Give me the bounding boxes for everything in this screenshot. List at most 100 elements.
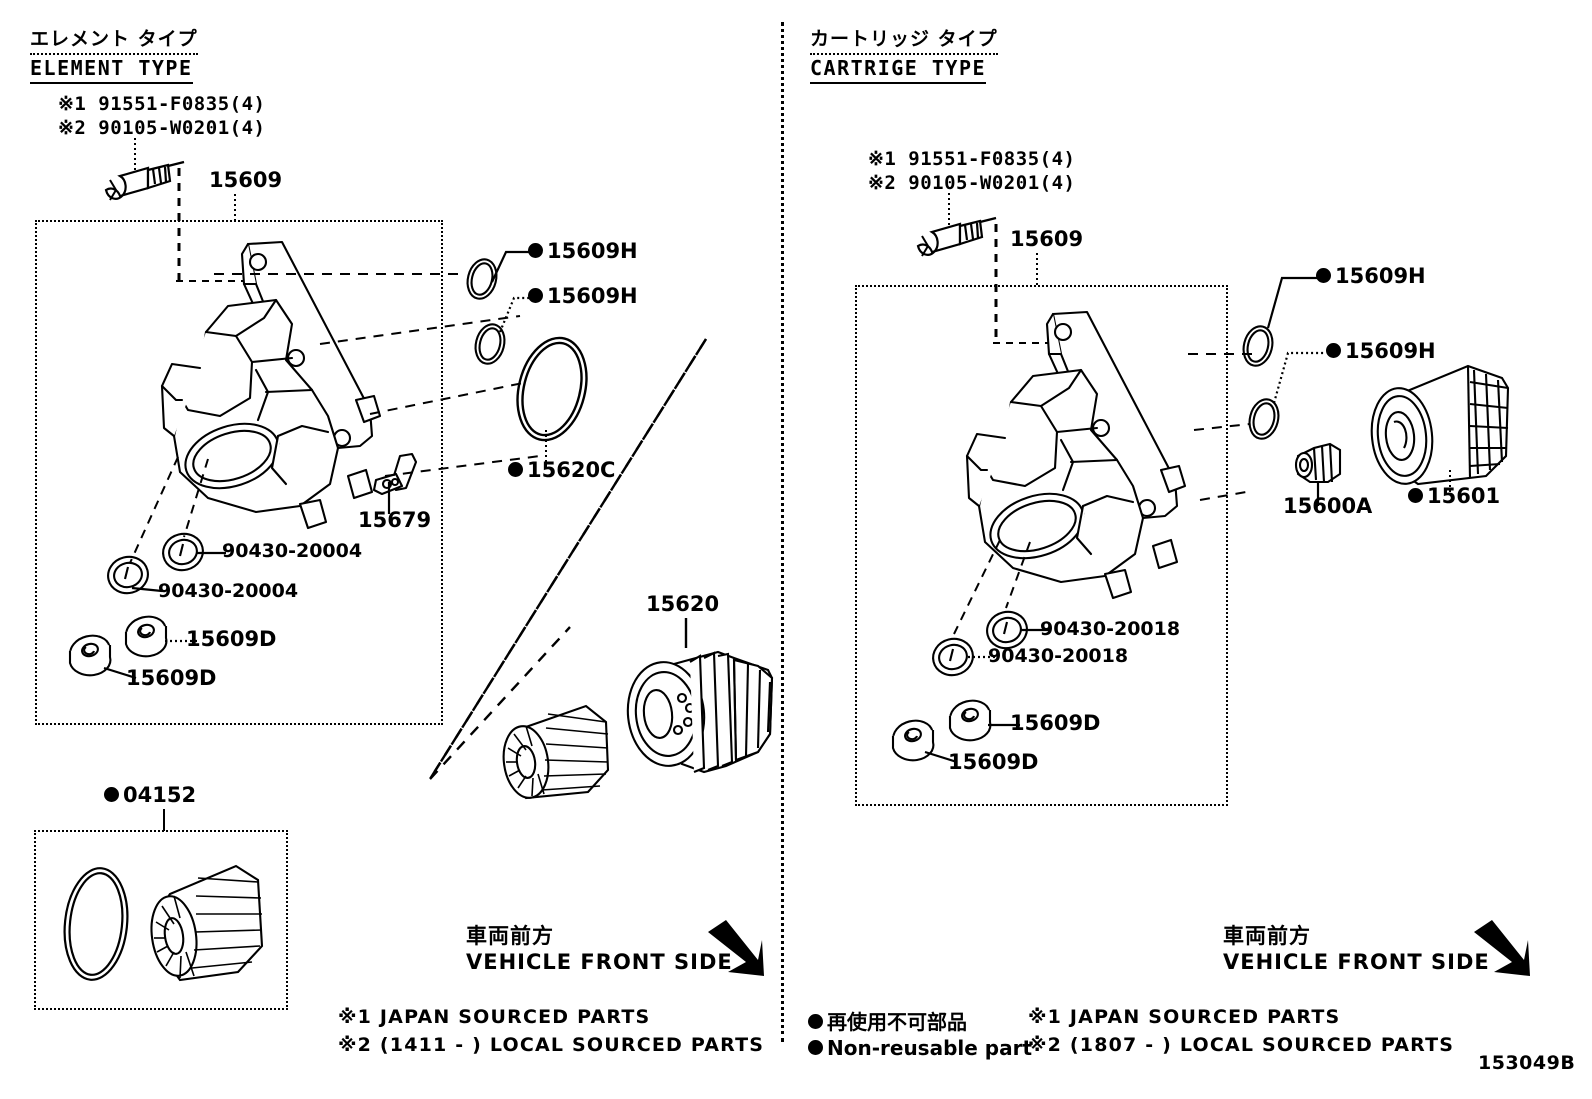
right-gasket-lower-icon xyxy=(1248,398,1280,440)
left-04152-leader xyxy=(163,809,165,831)
left-15679-leader xyxy=(387,482,391,514)
left-callout-15609h-upper-leader xyxy=(491,250,538,283)
right-callout-15609h-lower: 15609H xyxy=(1326,339,1436,363)
right-front-side-en: VEHICLE FRONT SIDE xyxy=(1223,950,1490,974)
right-plug-a-leader xyxy=(988,723,1020,727)
left-washer-a-icon xyxy=(162,532,204,572)
nonreusable-dot-icon xyxy=(528,242,543,258)
right-callout-15600a: 15600A xyxy=(1283,494,1373,518)
left-filter-element-icon xyxy=(502,704,610,800)
right-plug-b-leader xyxy=(924,750,958,764)
legend-nonreusable-en: Non-reusable part xyxy=(808,1036,1032,1060)
left-callout-04152: 04152 xyxy=(104,783,196,807)
right-box-label-15609: 15609 xyxy=(1010,227,1084,251)
left-front-side-jp: 車両前方 xyxy=(466,924,554,948)
left-callout-15620c-leader xyxy=(545,430,547,462)
right-assembly-box xyxy=(855,285,1228,806)
left-footnote-2: ※2 (1411 - ) LOCAL SOURCED PARTS xyxy=(338,1034,765,1056)
right-callout-15609d-b: 15609D xyxy=(948,750,1039,774)
right-washer-b-leader xyxy=(968,655,998,659)
left-explode-vector xyxy=(428,338,708,780)
left-15620-leader xyxy=(684,618,688,648)
right-washer-dashes xyxy=(953,539,1031,635)
left-gasket-lower-icon xyxy=(474,323,506,365)
left-bolt-icon xyxy=(104,160,185,201)
left-callout-15679: 15679 xyxy=(358,508,432,532)
right-front-side-jp: 車両前方 xyxy=(1223,924,1311,948)
right-gasket-upper-icon xyxy=(1242,325,1274,367)
left-plug-b-icon xyxy=(68,634,112,677)
right-sourcing-note-1: ※1 91551-F0835(4) xyxy=(868,148,1076,170)
left-callout-90430-20004-b: 90430-20004 xyxy=(158,580,299,602)
left-box-label-leader xyxy=(234,194,236,220)
panel-divider xyxy=(781,22,784,1042)
left-footnote-1: ※1 JAPAN SOURCED PARTS xyxy=(338,1006,651,1028)
right-footnote-1: ※1 JAPAN SOURCED PARTS xyxy=(1028,1006,1341,1028)
right-callout-15609h-upper-leader xyxy=(1266,276,1324,329)
right-bolt-icon xyxy=(916,216,997,257)
left-gasket-upper-icon xyxy=(466,258,498,300)
left-washer-a-leader xyxy=(196,551,226,555)
right-callout-90430-20018-a: 90430-20018 xyxy=(1040,618,1181,640)
right-callout-15609d-a: 15609D xyxy=(1010,711,1101,735)
left-sourcing-note-1: ※1 91551-F0835(4) xyxy=(58,93,266,115)
left-bolt-leader xyxy=(134,138,136,178)
right-bolt-leader xyxy=(948,193,950,233)
left-plug-b-leader xyxy=(103,666,137,680)
nonreusable-dot-icon xyxy=(528,287,543,303)
left-callout-90430-20004-a: 90430-20004 xyxy=(222,540,363,562)
right-front-arrow-icon xyxy=(1474,920,1530,976)
left-kit-oring-icon xyxy=(63,867,129,981)
right-plug-a-icon xyxy=(948,699,992,742)
right-oil-filter-15601-icon xyxy=(1370,364,1510,486)
right-footnote-2: ※2 (1807 - ) LOCAL SOURCED PARTS xyxy=(1028,1034,1455,1056)
right-washer-a-leader xyxy=(1020,628,1050,632)
left-kit-element-icon xyxy=(150,864,264,982)
left-washer-b-leader xyxy=(131,586,163,593)
left-alignment-dashes xyxy=(214,273,541,477)
left-callout-15609d-a: 15609D xyxy=(186,627,277,651)
right-bolt-bracket-horizontal xyxy=(993,342,1081,344)
right-washer-a-icon xyxy=(986,610,1028,650)
right-oil-filter-housing-illustration xyxy=(965,310,1187,600)
left-plug-a-leader xyxy=(165,639,197,643)
nonreusable-dot-icon xyxy=(508,461,523,477)
left-box-label-15609: 15609 xyxy=(209,168,283,192)
left-sourcing-note-2: ※2 90105-W0201(4) xyxy=(58,117,266,139)
left-callout-15609h-upper: 15609H xyxy=(528,239,638,263)
left-assembly-box xyxy=(35,220,443,725)
right-callout-15609h-lower-leader xyxy=(1272,351,1326,404)
left-front-side-en: VEHICLE FRONT SIDE xyxy=(466,950,733,974)
nonreusable-dot-icon xyxy=(1408,487,1423,503)
nonreusable-dot-icon xyxy=(808,1014,823,1029)
right-callout-90430-20018-b: 90430-20018 xyxy=(988,645,1129,667)
right-sourcing-note-2: ※2 90105-W0201(4) xyxy=(868,172,1076,194)
right-alignment-dashes xyxy=(1188,353,1256,501)
right-callout-15609h-upper: 15609H xyxy=(1316,264,1426,288)
right-washer-b-icon xyxy=(932,637,974,677)
left-callout-15609d-b: 15609D xyxy=(126,666,217,690)
left-panel-title-en: ELEMENT TYPE xyxy=(30,56,193,84)
legend-nonreusable-jp: 再使用不可部品 xyxy=(808,1006,967,1035)
right-15600a-leader xyxy=(1316,482,1320,506)
nonreusable-dot-icon xyxy=(1316,267,1331,283)
diagram-code: 153049B xyxy=(1478,1052,1576,1074)
left-washer-b-icon xyxy=(107,555,149,595)
left-oil-filter-housing-illustration xyxy=(160,240,382,530)
right-box-label-leader xyxy=(1036,253,1038,285)
left-filter-cap-icon xyxy=(626,650,774,774)
nonreusable-dot-icon xyxy=(1326,342,1341,358)
left-callout-15609h-lower: 15609H xyxy=(528,284,638,308)
left-kit-box xyxy=(34,830,288,1010)
left-plug-a-icon xyxy=(124,615,168,658)
nonreusable-dot-icon xyxy=(808,1040,823,1055)
left-bolt-bracket xyxy=(177,168,181,280)
right-bolt-bracket xyxy=(994,224,998,342)
left-panel-title-jp: エレメント タイプ xyxy=(30,24,198,55)
left-oring-15620c-icon xyxy=(516,336,588,442)
right-15601-leader xyxy=(1449,470,1451,494)
right-panel-title-jp: カートリッジ タイプ xyxy=(810,24,998,55)
nonreusable-dot-icon xyxy=(104,786,119,802)
left-washer-dashes xyxy=(129,456,209,564)
